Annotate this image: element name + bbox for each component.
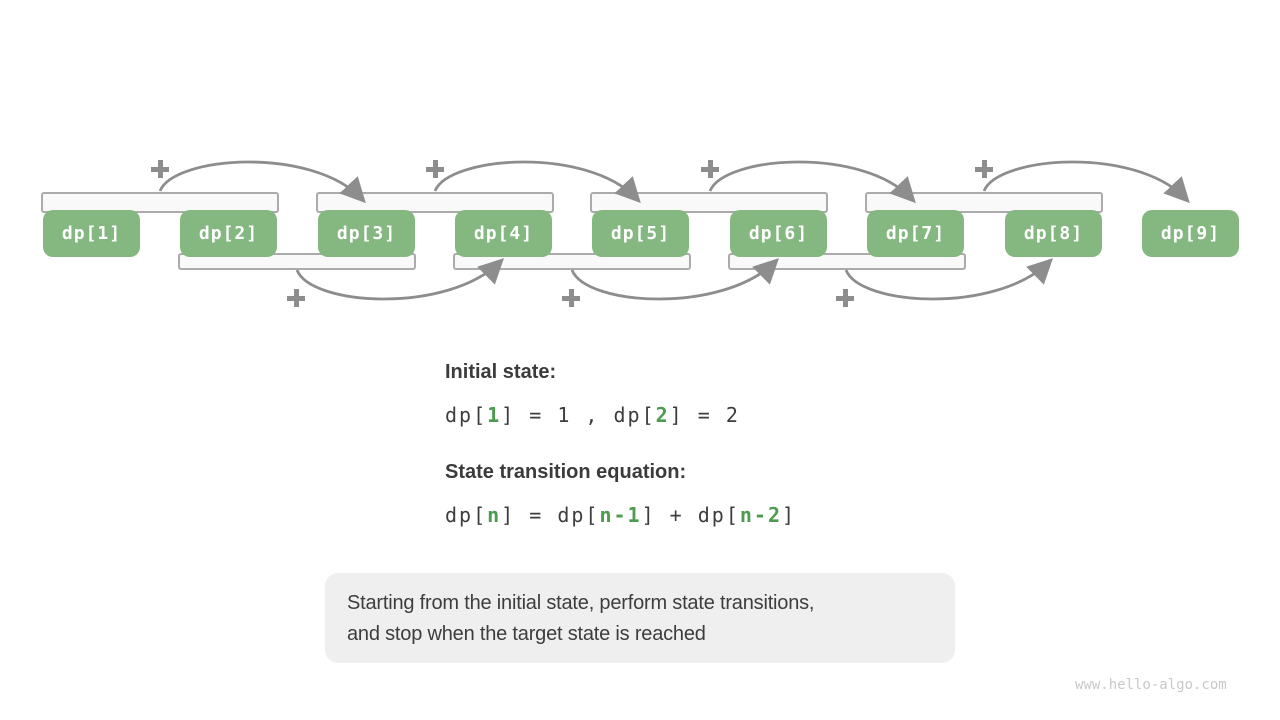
arrow-top-to-dp5: [433, 160, 641, 204]
transition-arrows-svg: [158, 160, 1190, 301]
plus-icon: [426, 160, 444, 178]
pair-bracket-bottom-2-3: [178, 253, 416, 270]
equation-part: ] + dp[: [641, 503, 740, 527]
arrow-bottom-to-dp8: [844, 258, 1054, 301]
callout-line-2: and stop when the target state is reache…: [347, 623, 706, 645]
pair-bracket-top-5-6: [590, 192, 828, 213]
equation-part-green: n-1: [599, 503, 642, 527]
arrow-bottom-to-dp6: [570, 258, 780, 301]
initial-state-heading: Initial state:: [445, 361, 557, 383]
callout-line-1: Starting from the initial state, perform…: [347, 592, 815, 614]
dp-box-6: dp[6]: [730, 210, 827, 257]
callout-note: Starting from the initial state, perform…: [325, 573, 955, 663]
pair-bracket-top-3-4: [316, 192, 554, 213]
equation-part: dp[: [445, 403, 488, 427]
equation-part: ] = 1 , dp[: [501, 403, 656, 427]
dp-box-2: dp[2]: [180, 210, 277, 257]
plus-icon: [836, 289, 854, 307]
plus-icon: [975, 160, 993, 178]
dp-box-8: dp[8]: [1005, 210, 1102, 257]
equation-part: ] = 2: [669, 403, 740, 427]
pair-bracket-top-7-8: [865, 192, 1103, 213]
pair-bracket-bottom-6-7: [728, 253, 966, 270]
dp-box-7: dp[7]: [867, 210, 964, 257]
dp-box-1: dp[1]: [43, 210, 140, 257]
equation-part-green: n: [487, 503, 502, 527]
pair-bracket-bottom-4-5: [453, 253, 691, 270]
plus-icon: [562, 289, 580, 307]
dp-box-9: dp[9]: [1142, 210, 1239, 257]
equation-part-green: 2: [655, 403, 670, 427]
arrow-top-to-dp3: [158, 160, 366, 204]
equation-part: ] = dp[: [501, 503, 600, 527]
equation-part-green: n-2: [739, 503, 783, 527]
plus-icon: [151, 160, 169, 178]
arrow-bottom-to-dp4: [295, 258, 505, 301]
transition-equation: dp[n] = dp[n-1] + dp[n-2]: [445, 503, 796, 527]
initial-state-equation: dp[1] = 1 , dp[2] = 2: [445, 403, 740, 427]
plus-icon: [701, 160, 719, 178]
plus-icon: [287, 289, 305, 307]
dp-box-3: dp[3]: [318, 210, 415, 257]
arrow-top-to-dp9: [982, 160, 1190, 204]
equation-part-green: 1: [487, 403, 502, 427]
equation-part: dp[: [445, 503, 488, 527]
arrow-top-to-dp7: [708, 160, 916, 204]
equation-part: ]: [782, 503, 797, 527]
transition-heading: State transition equation:: [445, 461, 687, 483]
dp-box-4: dp[4]: [455, 210, 552, 257]
pair-bracket-top-1-2: [41, 192, 279, 213]
dp-box-5: dp[5]: [592, 210, 689, 257]
watermark: www.hello-algo.com: [1075, 677, 1227, 693]
